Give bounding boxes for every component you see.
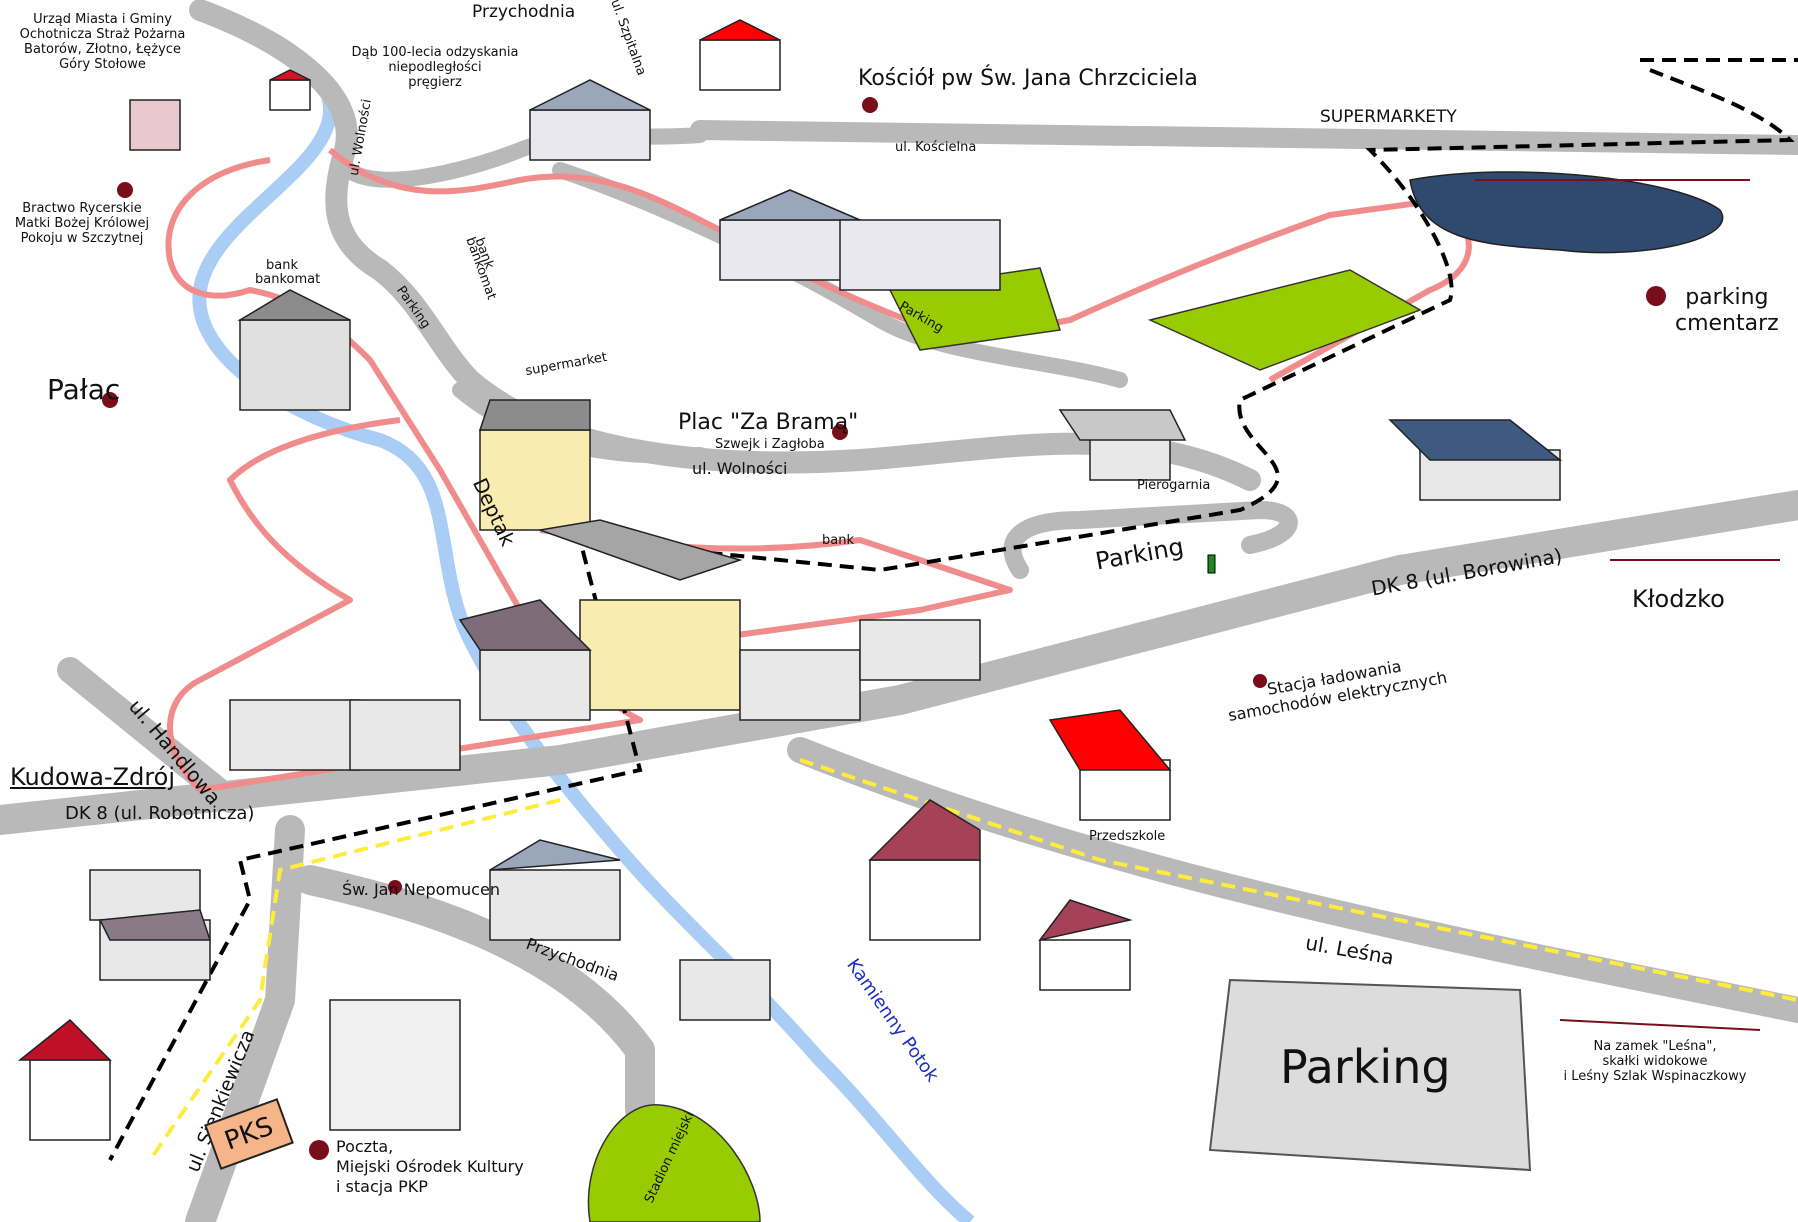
poczta-label: Poczta, Miejski Ośrodek Kultury i stacja… bbox=[336, 1137, 524, 1196]
parking-big-label: Parking bbox=[1280, 1040, 1451, 1094]
bank-top-label: bank bbox=[266, 258, 298, 273]
przedszkole-label: Przedszkole bbox=[1089, 829, 1166, 844]
pierogarnia-label: Pierogarnia bbox=[1137, 478, 1211, 493]
pond bbox=[1409, 171, 1724, 254]
parking-lot bbox=[1208, 978, 1532, 1172]
klodzko-label: Kłodzko bbox=[1632, 585, 1725, 613]
nepomucen-label: Św. Jan Nepomucen bbox=[342, 880, 500, 899]
stadium bbox=[587, 1104, 761, 1222]
dashed-routes bbox=[108, 58, 1798, 1162]
bractwo-label: Bractwo Rycerskie Matki Bożej Królowej P… bbox=[14, 201, 150, 246]
supermarkety-label: SUPERMARKETY bbox=[1320, 107, 1457, 127]
przychodnia-top-label: Przychodnia bbox=[472, 2, 576, 22]
plac-label: Plac "Za Bramą" bbox=[678, 410, 859, 435]
wolnosci-road-label: ul. Wolności bbox=[692, 459, 788, 478]
dab-label: Dąb 100-lecia odzyskania niepodległości … bbox=[351, 45, 519, 90]
urzad-label: Urząd Miasta i Gminy Ochotnicza Straż Po… bbox=[19, 12, 186, 72]
plac-sub-label: Szwejk i Zagłoba bbox=[715, 437, 825, 452]
palac-label: Pałac bbox=[47, 373, 121, 406]
cemetery-field bbox=[1147, 269, 1422, 371]
kudowa-label: Kudowa-Zdrój bbox=[10, 763, 176, 791]
koscielna-road-label: ul. Kościelna bbox=[895, 140, 977, 155]
parking-cmentarz-label: parking cmentarz bbox=[1675, 285, 1779, 336]
dk8-robotnicza-label: DK 8 (ul. Robotnicza) bbox=[65, 803, 255, 824]
river-kamienny-potok bbox=[192, 1, 975, 1222]
buildings bbox=[17, 19, 1563, 1141]
arrows bbox=[1475, 179, 1780, 1031]
kosciol-label: Kościół pw Św. Jana Chrzciciela bbox=[858, 66, 1198, 91]
zamek-label: Na zamek "Leśna", skałki widokowe i Leśn… bbox=[1563, 1039, 1747, 1084]
map-pins bbox=[102, 97, 1666, 1160]
ev-charger bbox=[1207, 554, 1216, 574]
bankomat-top-label: bankomat bbox=[255, 272, 321, 287]
bank-center-label: bank bbox=[822, 533, 854, 548]
